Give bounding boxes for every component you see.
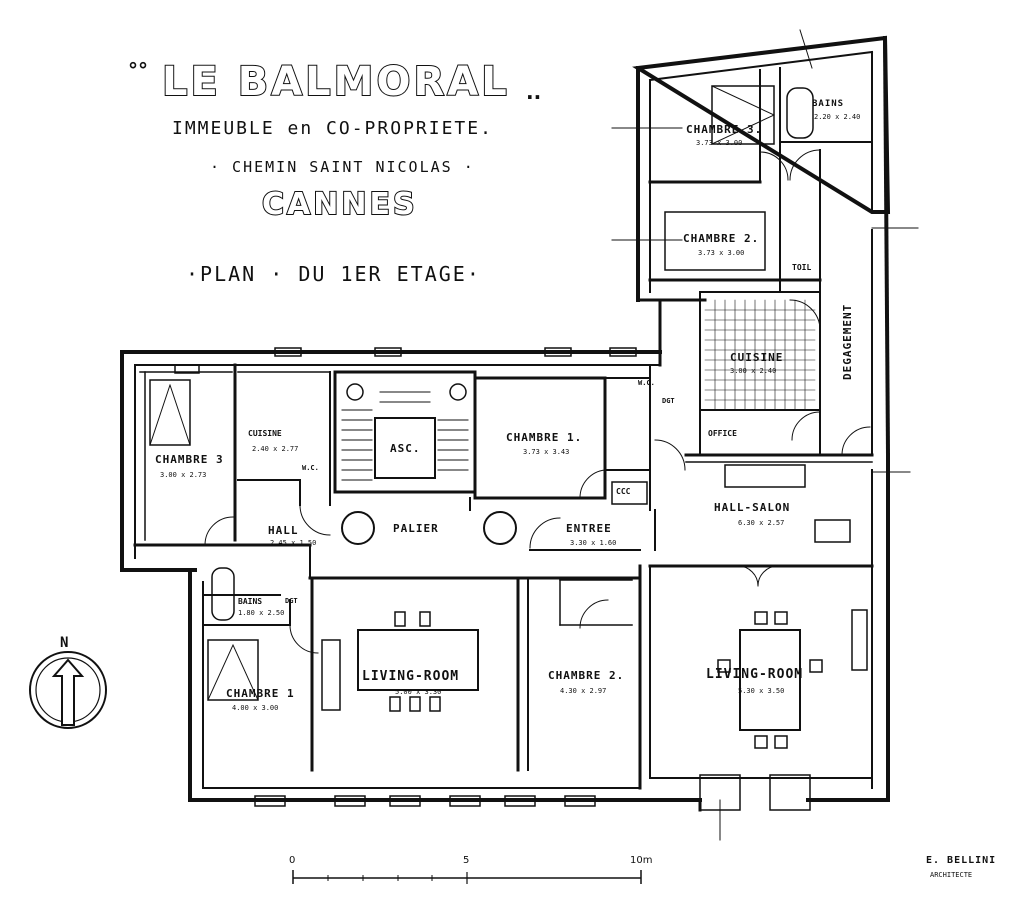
architect-signature: E. BELLINI bbox=[926, 855, 997, 866]
north-wing-outer-wall bbox=[632, 35, 891, 214]
room-dim-hall-salon: 6.30 x 2.57 bbox=[738, 519, 785, 527]
scale-label-5: 5 bbox=[463, 855, 470, 866]
room-label-chambre1-left: CHAMBRE 1 bbox=[226, 687, 295, 700]
room-dim-chambre2-top: 3.73 x 3.00 bbox=[698, 249, 745, 257]
title-lead-dots: °° bbox=[128, 58, 148, 82]
room-dim-cuisine-left: 2.40 x 2.77 bbox=[252, 445, 299, 453]
room-label-chambre2-bottom: CHAMBRE 2. bbox=[548, 669, 625, 682]
room-dim-chambre1-center: 3.73 x 3.43 bbox=[523, 448, 570, 456]
room-label-chambre3-left: CHAMBRE 3 bbox=[155, 453, 224, 466]
room-label-cuisine-right: CUISINE bbox=[730, 351, 784, 364]
room-label-wc-right: W.C. bbox=[638, 379, 655, 387]
room-label-toil: TOIL bbox=[792, 263, 812, 272]
room-label-ccc: CCC bbox=[616, 487, 631, 496]
room-label-cuisine-left: CUISINE bbox=[248, 429, 282, 438]
room-dim-bains-top: 2.20 x 2.40 bbox=[814, 113, 861, 121]
room-label-hall: HALL bbox=[268, 524, 299, 537]
room-dim-chambre1-left: 4.00 x 3.00 bbox=[232, 704, 279, 712]
room-label-hall-salon: HALL-SALON bbox=[714, 501, 791, 514]
room-label-dgt-left: DGT bbox=[285, 597, 298, 605]
room-label-living-right: LIVING-ROOM bbox=[706, 667, 804, 682]
plan-title: ·PLAN · DU 1ER ETAGE· bbox=[186, 262, 481, 286]
scale-label-10m: 10m bbox=[630, 855, 653, 866]
subtitle-address: · CHEMIN SAINT NICOLAS · bbox=[210, 158, 475, 176]
room-label-chambre1-center: CHAMBRE 1. bbox=[506, 431, 583, 444]
room-label-wc-small: W.C. bbox=[302, 464, 319, 472]
room-dim-chambre3-left: 3.00 x 2.73 bbox=[160, 471, 207, 479]
room-label-asc: ASC. bbox=[390, 442, 421, 455]
room-label-degagement: DEGAGEMENT bbox=[841, 303, 854, 380]
room-label-living-left: LIVING-ROOM bbox=[362, 669, 460, 684]
room-dim-living-right: 5.30 x 3.50 bbox=[738, 687, 785, 695]
room-label-chambre3-top: CHAMBRE 3. bbox=[686, 123, 763, 136]
scale-label-0: 0 bbox=[289, 855, 296, 866]
room-dim-chambre3-top: 3.73 x 3.00 bbox=[696, 139, 743, 147]
room-dim-chambre2-bottom: 4.30 x 2.97 bbox=[560, 687, 607, 695]
north-letter: N bbox=[60, 635, 70, 651]
room-dim-bains-left: 1.80 x 2.50 bbox=[238, 609, 285, 617]
room-label-office: OFFICE bbox=[708, 429, 737, 438]
room-label-palier: PALIER bbox=[393, 522, 439, 535]
scale-bar bbox=[292, 870, 642, 884]
room-dim-entree: 3.30 x 1.60 bbox=[570, 539, 617, 547]
title-trail-dots: .. bbox=[526, 80, 542, 104]
architect-role: ARCHITECTE bbox=[930, 871, 973, 879]
room-label-bains-top: BAINS bbox=[812, 99, 845, 109]
room-label-chambre2-top: CHAMBRE 2. bbox=[683, 232, 760, 245]
building-name: LE BALMORAL bbox=[161, 59, 510, 105]
room-dim-living-left: 5.00 x 3.30 bbox=[395, 688, 442, 696]
room-label-entree: ENTREE bbox=[566, 522, 612, 535]
room-label-dgt: DGT bbox=[662, 397, 675, 405]
room-dim-cuisine-right: 3.00 x 2.40 bbox=[730, 367, 777, 375]
city-name: CANNES bbox=[261, 187, 418, 222]
north-arrow bbox=[29, 651, 107, 729]
room-label-bains-left: BAINS bbox=[238, 597, 263, 606]
subtitle-coproprietie: IMMEUBLE en CO-PROPRIETE. bbox=[172, 118, 493, 139]
room-dim-hall: 2.45 x 1.50 bbox=[270, 539, 317, 547]
